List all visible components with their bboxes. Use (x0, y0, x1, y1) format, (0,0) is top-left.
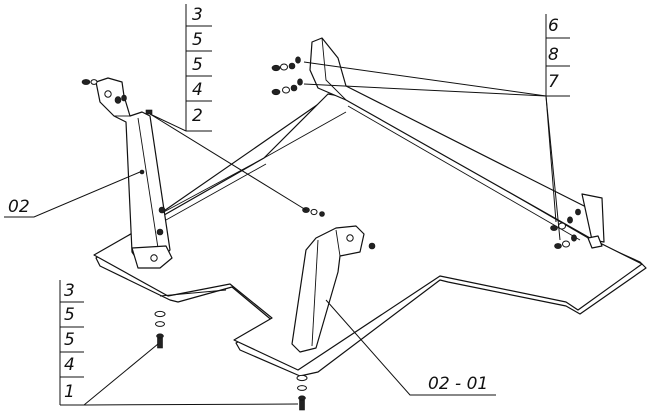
bolt-set-right-end (550, 208, 581, 249)
callout-bottom-stack: 3 5 5 4 1 (59, 280, 299, 406)
callout-right-1: 6 (548, 16, 559, 36)
callout-bottom-2: 5 (64, 305, 75, 325)
center-bracket (291, 225, 365, 353)
side-beam (309, 37, 605, 249)
leader-top-to-mid (149, 113, 307, 211)
callout-top-5: 2 (192, 106, 203, 126)
callout-top-stack: 3 5 5 4 2 (149, 4, 212, 132)
callout-top-3: 5 (192, 55, 203, 75)
callout-top-4: 4 (192, 80, 203, 100)
bolt-stack-bottom-right (296, 374, 308, 411)
callout-part-02: 02 (4, 171, 141, 218)
bolt-set-left-top (81, 79, 153, 115)
callout-bottom-1: 3 (64, 281, 75, 301)
callout-bottom-4: 4 (64, 355, 75, 375)
callout-bottom-3: 5 (64, 330, 75, 350)
callout-02-label: 02 (8, 197, 30, 217)
skid-plate (93, 93, 647, 377)
callout-bottom-5: 1 (64, 382, 75, 402)
callout-right-stack: 6 8 7 (303, 14, 570, 241)
callout-part-02-01: 02 - 01 (325, 299, 496, 396)
callout-right-2: 8 (548, 45, 559, 65)
callout-02-01-label: 02 - 01 (428, 374, 488, 394)
bolt-stack-bottom-left (154, 310, 166, 349)
callout-top-2: 5 (192, 30, 203, 50)
left-bracket (95, 77, 173, 269)
bolt-set-right-top (271, 56, 303, 96)
callout-top-1: 3 (192, 5, 203, 25)
callout-right-3: 7 (548, 72, 559, 92)
